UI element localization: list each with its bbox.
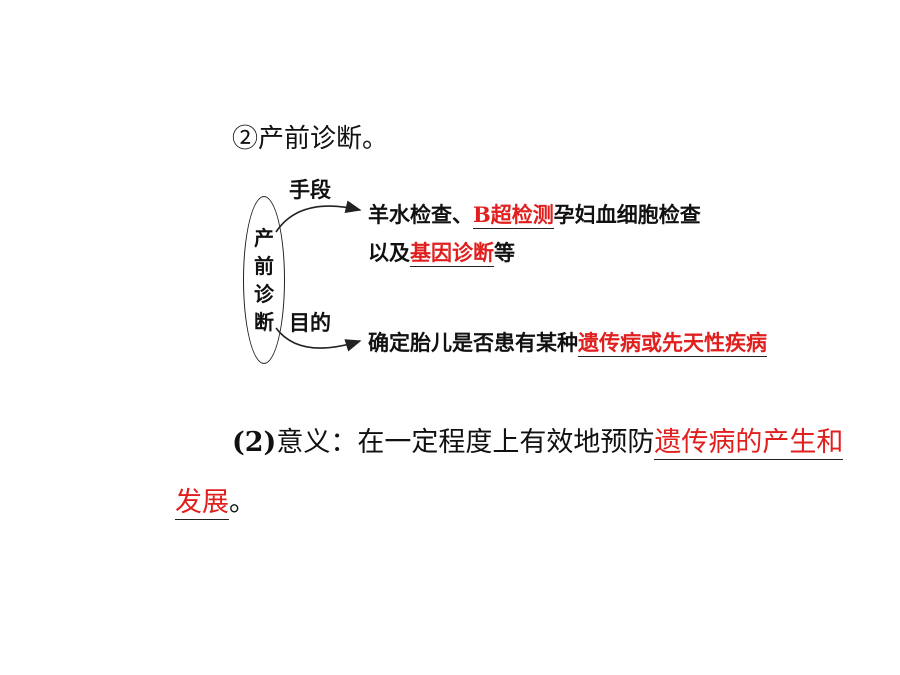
method-line2-prefix: 以及 [368, 240, 410, 265]
prenatal-diagnosis-oval: 产 前 诊 断 [243, 196, 285, 364]
method-line1-fill: B超检测 [473, 202, 554, 229]
significance-line-2: 发展。 [175, 480, 256, 520]
method-arrow [275, 200, 362, 233]
method-line2-fill: 基因诊断 [410, 240, 494, 267]
method-line-2: 以及基因诊断等 [368, 237, 515, 267]
method-line-1: 羊水检查、B超检测孕妇血细胞检查 [368, 199, 701, 229]
significance-line-1: (2)意义：在一定程度上有效地预防遗传病的产生和 [232, 420, 844, 460]
oval-char-1: 产 [254, 226, 274, 250]
section-heading: ②产前诊断。 [232, 124, 389, 154]
purpose-label: 目的 [289, 310, 331, 335]
purpose-fill: 遗传病或先天性疾病 [578, 330, 767, 357]
significance-fill-2: 发展 [175, 487, 229, 520]
purpose-prefix: 确定胎儿是否患有某种 [368, 330, 578, 355]
purpose-arrow [275, 327, 362, 352]
oval-char-3: 诊 [254, 282, 274, 306]
significance-fill-1: 遗传病的产生和 [654, 427, 844, 460]
significance-number: (2) [232, 427, 277, 458]
method-label: 手段 [289, 177, 331, 202]
purpose-line: 确定胎儿是否患有某种遗传病或先天性疾病 [368, 327, 767, 357]
method-line2-suffix: 等 [494, 240, 515, 265]
method-line1-prefix: 羊水检查、 [368, 202, 473, 227]
significance-label: 意义：在一定程度上有效地预防 [276, 427, 655, 458]
oval-char-4: 断 [254, 310, 274, 334]
oval-char-2: 前 [254, 254, 274, 278]
method-line1-suffix: 孕妇血细胞检查 [553, 202, 701, 227]
significance-end: 。 [229, 487, 256, 518]
